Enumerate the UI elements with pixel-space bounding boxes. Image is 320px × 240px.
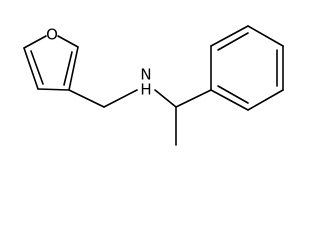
benzene-bond-6 <box>210 89 249 111</box>
furan-double-bond-c2-c3 <box>30 50 44 85</box>
benzene-double-bond-a <box>217 32 249 51</box>
structure-canvas: O N H <box>23 25 284 146</box>
furan-ring <box>23 35 79 91</box>
furan-bond-c2-o1 <box>23 35 47 49</box>
hydrogen-atom-label: H <box>140 81 151 99</box>
furan-bond-c4-c3 <box>37 88 70 91</box>
benzene-double-bond-c <box>217 85 249 104</box>
bond-ch2-to-n <box>103 89 138 108</box>
bond-ch-to-phenyl <box>175 89 212 108</box>
bond-ring-to-ch2 <box>68 89 105 108</box>
nitrogen-atom-label: N <box>140 66 151 84</box>
furan-bond-c5-c4 <box>68 46 79 91</box>
benzene-bond-2 <box>210 25 249 47</box>
molecule-diagram: O N H <box>23 25 284 146</box>
bond-n-to-ch <box>154 89 177 108</box>
furan-bond-c3-c2 <box>23 47 39 90</box>
benzene-ring <box>210 25 284 111</box>
furan-double-bond-c4-c5 <box>63 51 73 86</box>
oxygen-atom-label: O <box>46 26 58 44</box>
furan-bond-o1-c5 <box>57 35 79 48</box>
chain-bonds <box>68 89 212 146</box>
benzene-bond-3 <box>247 25 284 47</box>
benzene-bond-5 <box>247 89 284 111</box>
